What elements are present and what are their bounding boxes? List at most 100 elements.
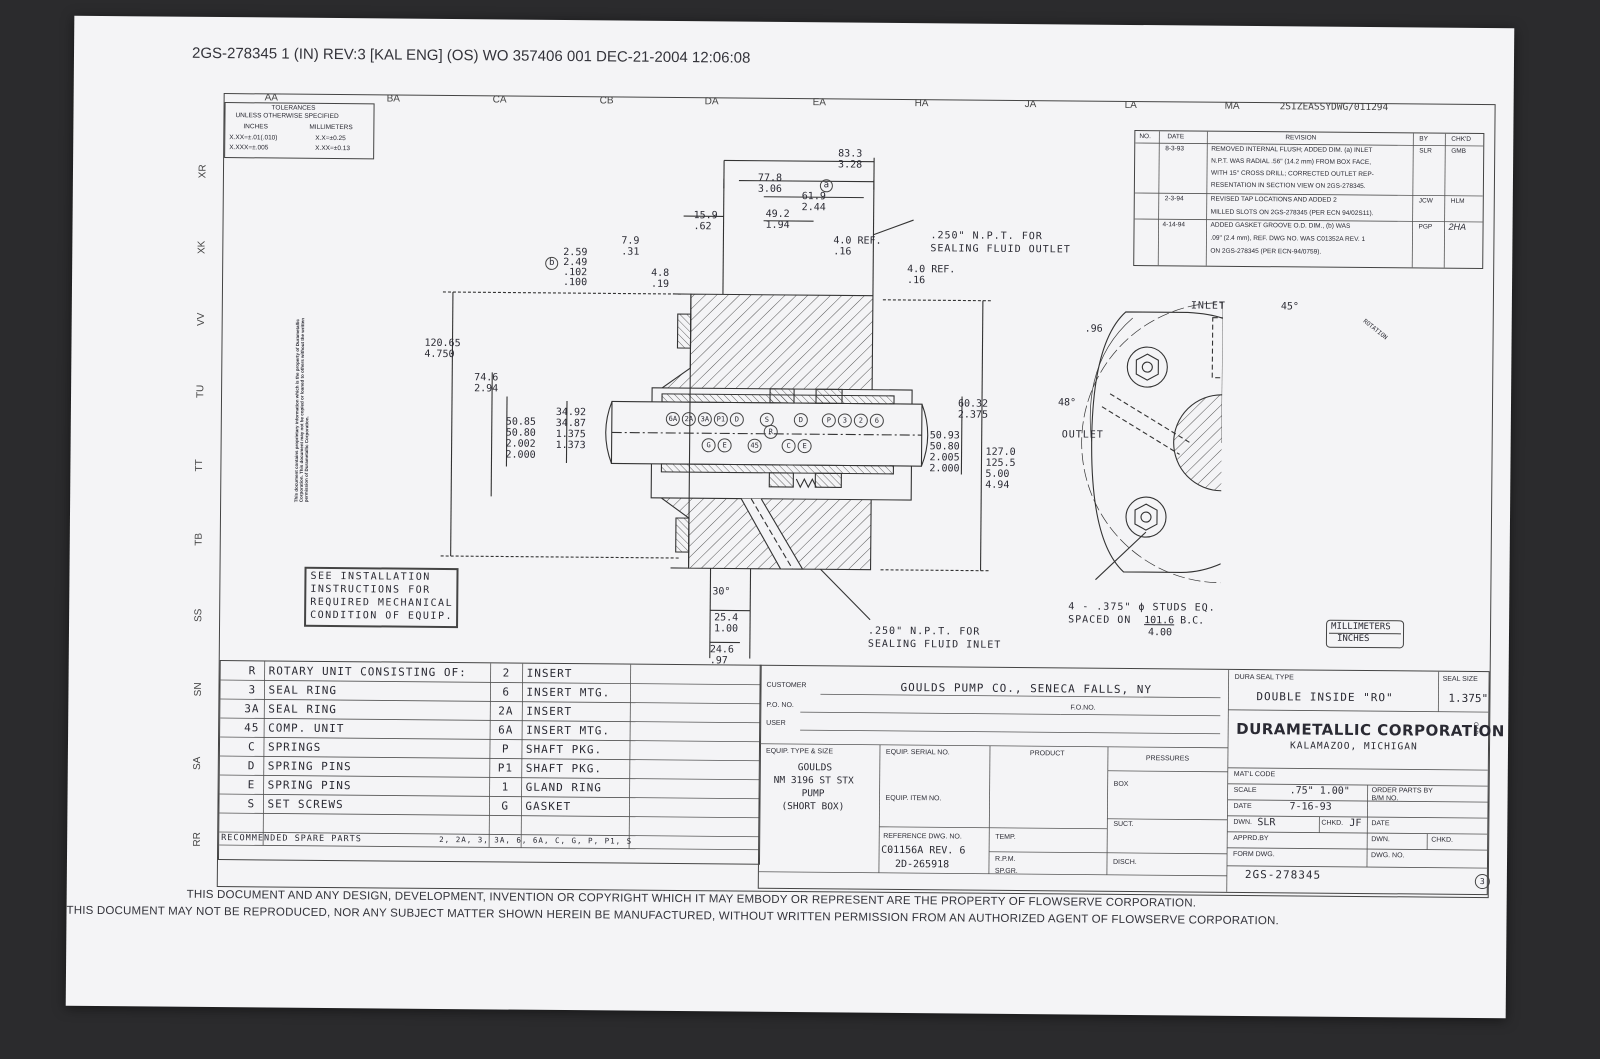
npt-inlet-label: .250" N.P.T. FOR <box>867 625 981 638</box>
studs-note: 4.00 <box>1147 627 1173 639</box>
dim-label: 77.8 <box>757 172 783 184</box>
disch-label: DISCH. <box>1112 858 1137 867</box>
part-key: 6 <box>502 685 511 699</box>
bm-label: B/M NO. <box>1371 795 1399 803</box>
dwg-label: DWG. NO. <box>1371 852 1405 860</box>
part-bubble: D <box>729 412 744 427</box>
parts-list-grid <box>219 661 761 851</box>
dim-label: 5.00 <box>985 468 1010 480</box>
dim-label: 15.9 <box>693 210 718 222</box>
part-bubble: R <box>763 424 778 439</box>
scale-label: SCALE <box>1233 786 1257 795</box>
date-label: DATE <box>1233 802 1252 811</box>
zone-label: SA <box>191 756 204 771</box>
part-desc: COMP. UNIT <box>268 721 345 736</box>
part-key: P1 <box>497 761 514 775</box>
part-bubble: C <box>781 438 796 454</box>
dim-label: 2.94 <box>474 383 499 395</box>
dim-label: 3.28 <box>838 159 863 171</box>
dim-label: 83.3 <box>838 148 863 160</box>
outlet-label: OUTLET <box>1061 429 1104 441</box>
angle-label: 45° <box>1280 301 1299 313</box>
date-value: 7-16-93 <box>1289 801 1332 813</box>
print-header: 2GS-278345 1 (IN) REV:3 [KAL ENG] (OS) W… <box>191 44 751 67</box>
npt-outlet-label: .250" N.P.T. FOR <box>930 230 1043 243</box>
part-desc: GASKET <box>525 799 572 814</box>
studs-note: 4 - .375" ϕ STUDS EQ. <box>1068 601 1216 614</box>
dim-label: 1.00 <box>713 623 739 635</box>
order-label: ORDER PARTS BY <box>1371 787 1433 795</box>
customer-label: CUSTOMER <box>766 681 807 690</box>
part-desc: SHAFT PKG. <box>525 761 603 776</box>
date2-label: DATE <box>1371 820 1390 828</box>
part-key: S <box>247 797 256 811</box>
apprd-label: APPRD.BY <box>1233 834 1269 843</box>
matl-label: MAT'L CODE <box>1233 770 1276 779</box>
box-label: BOX <box>1113 780 1129 788</box>
zone-label: SN <box>192 682 204 697</box>
note-line: REQUIRED MECHANICAL <box>310 596 454 610</box>
dim-label: 2.005 <box>929 452 960 464</box>
customer-value: GOULDS PUMP CO., SENECA FALLS, NY <box>900 680 1153 697</box>
parts-list: R ROTARY UNIT CONSISTING OF: 3 SEAL RING… <box>217 660 762 865</box>
dim-label: 4.8 <box>651 267 670 279</box>
dim-label: 1.375 <box>555 428 586 441</box>
spare-parts-list: 2, 2A, 3, 3A, 6, 6A, C, G, P, P1, S <box>439 834 633 846</box>
part-bubble: 45 <box>747 438 762 453</box>
reference-value: 2D-265918 <box>894 858 950 871</box>
part-key: E <box>247 778 256 792</box>
chkd2-label: CHKD. <box>1431 836 1454 844</box>
dim-label: 74.6 <box>474 372 499 384</box>
form-label: FORM DWG. <box>1233 850 1275 859</box>
seal-assembly-drawing <box>440 157 1225 659</box>
studs-note: SPACED ON <box>1068 614 1132 626</box>
dim-label: 4.750 <box>424 348 455 361</box>
zone-label: RR <box>191 832 203 847</box>
npt-inlet-label: SEALING FLUID INLET <box>867 638 1002 651</box>
zone-label: XK <box>196 240 208 255</box>
part-desc: ROTARY UNIT CONSISTING OF: <box>268 664 467 680</box>
angle-label: 48° <box>1057 397 1077 409</box>
equip-item-label: EQUIP. ITEM NO. <box>885 794 942 803</box>
part-key: 6A <box>498 723 514 737</box>
dim-label: .16 <box>907 275 926 287</box>
equip-type-label: EQUIP. TYPE & SIZE <box>765 747 834 756</box>
part-bubble: P <box>821 413 836 428</box>
installation-note: SEE INSTALLATION INSTRUCTIONS FOR REQUIR… <box>304 566 459 629</box>
dim-label: 4.0 REF. <box>907 264 956 276</box>
seal-size-value: 1.375" <box>1448 691 1489 706</box>
part-key: D <box>247 759 256 773</box>
part-bubble: 6 <box>869 413 884 428</box>
reference-value: C01156A REV. 6 <box>881 844 966 857</box>
pressures-label: PRESSURES <box>1145 755 1190 763</box>
fo-label: F.O.NO. <box>1070 704 1096 712</box>
dim-label: 2.375 <box>957 409 989 421</box>
part-key: 2 <box>502 666 511 680</box>
part-key: C <box>247 740 256 754</box>
company-city: KALAMAZOO, MICHIGAN <box>1289 740 1418 753</box>
part-desc: INSERT MTG. <box>526 723 611 738</box>
dim-label: 7.9 <box>621 235 640 247</box>
dim-label: 125.5 <box>985 457 1016 469</box>
dim-label: 60.32 <box>957 398 989 410</box>
dim-label: 2.44 <box>801 202 826 214</box>
user-label: USER <box>766 719 786 727</box>
cad-mark: CAD <box>1472 721 1479 735</box>
part-key: 1 <box>501 780 510 794</box>
part-desc: INSERT <box>526 704 573 719</box>
dim-label: 49.2 <box>765 208 790 220</box>
part-key: 3A <box>244 702 260 716</box>
company-name: DURAMETALLIC CORPORATION <box>1236 719 1505 741</box>
zone-label: TB <box>193 532 205 546</box>
dim-label: 1.373 <box>555 439 586 452</box>
dwg-number: 2GS-278345 <box>1244 867 1322 882</box>
part-bubble: 3A <box>697 412 712 427</box>
equip-serial-label: EQUIP. SERIAL NO. <box>885 748 950 757</box>
product-label: PRODUCT <box>1029 750 1065 758</box>
suct-label: SUCT. <box>1113 820 1134 829</box>
zone-label: MA <box>1224 100 1240 112</box>
dim-label: 30° <box>712 586 731 598</box>
part-key: R <box>248 664 257 678</box>
zone-label: XR <box>197 164 209 179</box>
inlet-label: INLET <box>1190 300 1227 312</box>
